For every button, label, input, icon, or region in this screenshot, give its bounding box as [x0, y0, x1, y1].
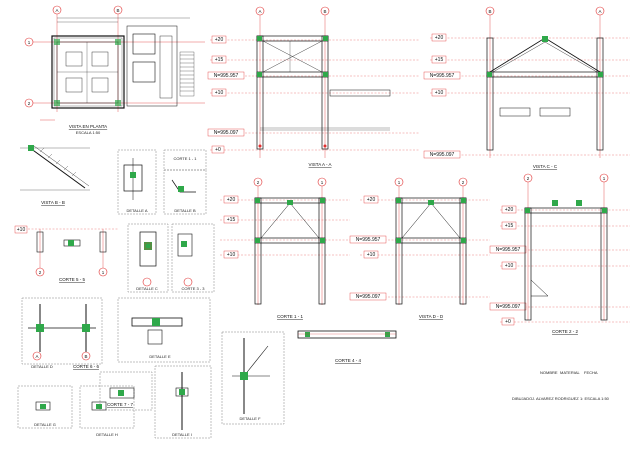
detail-d-box: A B DETALLE D CORTE 6 - 6 — [21, 297, 103, 369]
detail-g-box: DETALLE G — [17, 385, 73, 429]
corte-22-level-n957: N=995.957 — [496, 247, 521, 253]
view-dd-axis-2: 2 — [462, 180, 465, 185]
corte-66-title: CORTE 6 - 6 — [73, 364, 99, 369]
titleblock-col-fecha: FECHA — [584, 370, 598, 375]
view-dd-level-20: +20 — [367, 197, 376, 203]
view-cc-level-n957: N=995.957 — [430, 73, 455, 79]
corte-3-box: CORTE 3 - 3 — [171, 223, 215, 293]
view-dd-level-n097: N=995.097 — [356, 294, 381, 300]
view-aa-level-20: +20 — [215, 37, 224, 43]
corte-22-axis-1: 1 — [603, 176, 606, 181]
view-dd-level-n957: N=995.957 — [356, 237, 381, 243]
view-cc: B A +20 +15 N=995.957 +10 N=995.097 — [423, 6, 630, 169]
titleblock-col-material: MATERIAL — [560, 370, 580, 375]
view-dd-title: VISTA D - D — [419, 314, 444, 319]
corte-66-axis-a: A — [35, 354, 38, 359]
corte-55-axis-1: 1 — [102, 270, 105, 275]
detail-a-box: DETALLE A — [117, 149, 157, 215]
detail-i-box: DETALLE I — [154, 365, 212, 439]
corte-77: CORTE 7 - 7 — [99, 371, 153, 411]
corte-22-level-15: +15 — [505, 223, 514, 229]
view-cc-axis-b: B — [488, 9, 491, 14]
plan-row-1: 1 — [28, 40, 31, 45]
corte-55: +10 2 1 CORTE 5 - 5 — [14, 225, 118, 282]
view-aa-level-15: +15 — [215, 57, 224, 63]
detail-h-title: DETALLE H — [96, 432, 118, 437]
corte-55-title: CORTE 5 - 5 — [59, 277, 85, 282]
view-aa-axis-b: B — [323, 9, 326, 14]
corte-22-level-0: +0 — [505, 319, 511, 325]
view-cc-title: VISTA C - C — [533, 164, 558, 169]
view-aa: A B +20 +15 N=995.957 +10 N=995.097 +0 — [207, 6, 420, 167]
plan-title: VISTA EN PLANTA — [69, 124, 107, 129]
view-bb-title: VISTA B - B — [41, 200, 65, 205]
titleblock-row-author: J. ALVAREZ RODRIGUEZ — [532, 396, 579, 401]
titleblock-row-dibujado: DIBUJADO — [512, 396, 532, 401]
view-aa-level-n097: N=995.097 — [214, 130, 239, 136]
corte-11: 2 1 +20 +15 +10 CORTE 1 - 1 — [220, 177, 350, 319]
detail-e-title: DETALLE E — [149, 354, 171, 359]
corte-44: CORTE 4 - 4 — [297, 330, 397, 363]
corte-66-axis-b: B — [84, 354, 87, 359]
title-block: NOMBRE MATERIAL FECHA DIBUJADO J. ALVARE… — [512, 370, 610, 401]
view-aa-level-n957: N=995.957 — [214, 73, 239, 79]
view-aa-axis-a: A — [258, 9, 261, 14]
corte-22-axis-2: 2 — [527, 176, 530, 181]
view-dd-axis-1: 1 — [398, 180, 401, 185]
plan-scale: ESCALA 1:50 — [76, 130, 101, 135]
corte-11-level-15: +15 — [227, 217, 236, 223]
corte-77-title: CORTE 7 - 7 — [107, 402, 133, 407]
corte-11-level-20: +20 — [227, 197, 236, 203]
corte-55-axis-2: 2 — [39, 270, 42, 275]
corte-11-axis-1: 1 — [321, 180, 324, 185]
titleblock-row-scale: 1: ESCALA 1:50 — [580, 396, 610, 401]
corte-22-level-10: +10 — [505, 263, 514, 269]
detail-f-title: DETALLE F — [239, 416, 261, 421]
detail-i-title: DETALLE I — [172, 432, 192, 437]
corte-1-label: CORTE 1 - 1 — [173, 156, 197, 161]
corte-22-level-20: +20 — [505, 207, 514, 213]
corte-22-title: CORTE 2 - 2 — [552, 329, 578, 334]
titleblock-col-nombre: NOMBRE — [540, 370, 558, 375]
view-aa-level-10: +10 — [215, 90, 224, 96]
corte-22-level-n097: N=995.097 — [496, 304, 521, 310]
detail-c-box: DETALLE C — [127, 223, 169, 293]
view-aa-level-0: +0 — [215, 147, 221, 153]
corte-1-box: CORTE 1 - 1 DETALLE B — [163, 149, 207, 215]
view-cc-level-15: +15 — [435, 57, 444, 63]
corte-3-title: CORTE 3 - 3 — [181, 286, 205, 291]
detail-d-title: DETALLE D — [31, 364, 53, 369]
view-aa-title: VISTA A - A — [309, 162, 332, 167]
detail-f-box: DETALLE F — [221, 331, 285, 425]
view-cc-level-n097: N=995.097 — [430, 152, 455, 158]
view-cc-level-20: +20 — [435, 35, 444, 41]
view-cc-axis-a: A — [598, 9, 601, 14]
corte-55-level-10: +10 — [17, 227, 26, 233]
plan-axis-a: A — [55, 8, 58, 13]
view-cc-level-10: +10 — [435, 90, 444, 96]
corte-11-axis-2: 2 — [257, 180, 260, 185]
corte-11-title: CORTE 1 - 1 — [277, 314, 303, 319]
detail-e-box: DETALLE E — [117, 297, 211, 363]
corte-44-title: CORTE 4 - 4 — [335, 358, 361, 363]
corte-22: 2 1 +20 +15 N=995.957 +10 N=995.097 +0 — [489, 173, 630, 334]
detail-c-title: DETALLE C — [136, 286, 158, 291]
view-bb: VISTA B - B — [20, 145, 90, 205]
detail-a-title: DETALLE A — [126, 208, 147, 213]
plan-axis-b: B — [116, 8, 119, 13]
detail-h-box: DETALLE H — [79, 385, 135, 437]
view-dd: 1 2 +20 N=995.957 +10 N=995.097 VISTA — [349, 177, 490, 319]
detail-b-title: DETALLE B — [174, 208, 196, 213]
plan-row-2: 2 — [28, 101, 31, 106]
corte-11-level-10: +10 — [227, 252, 236, 258]
plan-view: A B 1 2 — [24, 5, 205, 135]
view-dd-level-10: +10 — [367, 252, 376, 258]
detail-g-title: DETALLE G — [34, 422, 56, 427]
